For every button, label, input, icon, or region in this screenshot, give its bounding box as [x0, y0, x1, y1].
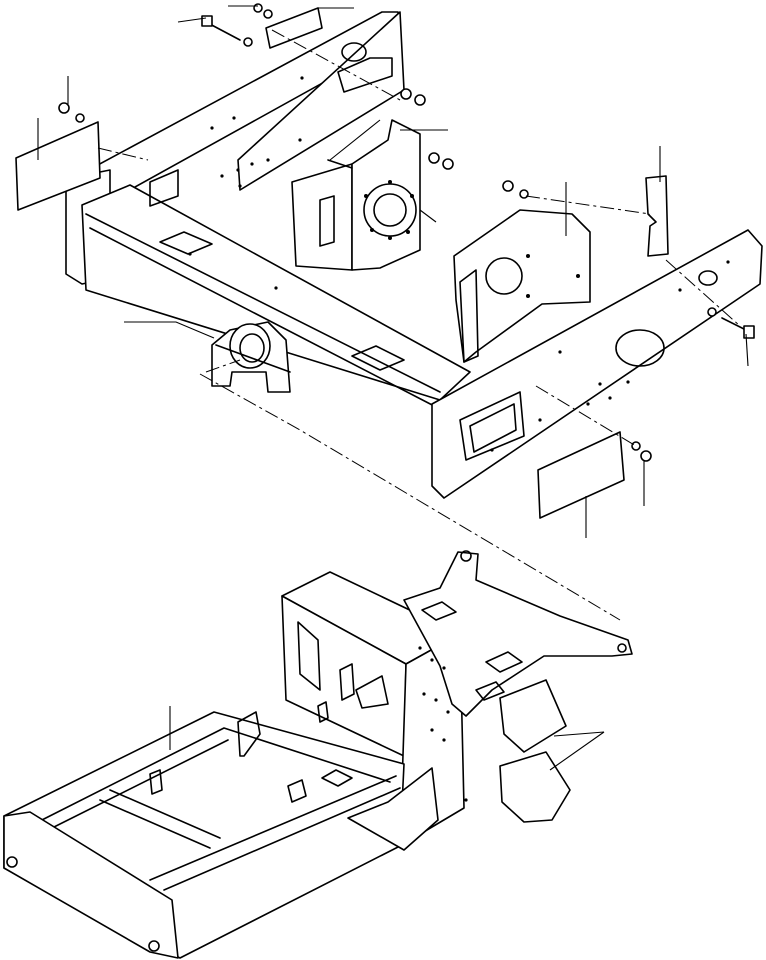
assembly-centerlines [97, 29, 741, 621]
slot-opening [459, 391, 525, 461]
slot-opening [337, 57, 393, 93]
pivot-bearing [211, 321, 291, 393]
square-opening [159, 231, 213, 255]
round-opening [341, 42, 367, 62]
front-frame-front-bumper [3, 811, 179, 959]
slot-opening [149, 169, 179, 207]
hitch-bracket-upper [499, 679, 567, 753]
square-opening [351, 345, 405, 371]
left-mounting-bracket [291, 119, 421, 271]
rear-frame [65, 11, 763, 499]
front-frame-rear-wing-plate [403, 551, 633, 717]
lower-cover-plate [537, 431, 625, 519]
right-mounting-bracket [453, 209, 591, 363]
rear-frame-front-beam [81, 184, 471, 401]
lower-leader-lines [169, 706, 605, 771]
round-opening [698, 270, 718, 286]
round-opening [615, 329, 665, 367]
fasteners [58, 3, 755, 462]
bolt-holes [188, 76, 730, 452]
front-frame [3, 550, 633, 959]
leader-lines [37, 5, 749, 538]
rear-frame-right-upright [237, 11, 405, 191]
left-cover-plate [15, 121, 101, 211]
shim-plate [645, 175, 669, 257]
hitch-bracket-lower [499, 751, 571, 823]
top-cover-plate [265, 7, 323, 49]
step-bracket [347, 767, 439, 851]
